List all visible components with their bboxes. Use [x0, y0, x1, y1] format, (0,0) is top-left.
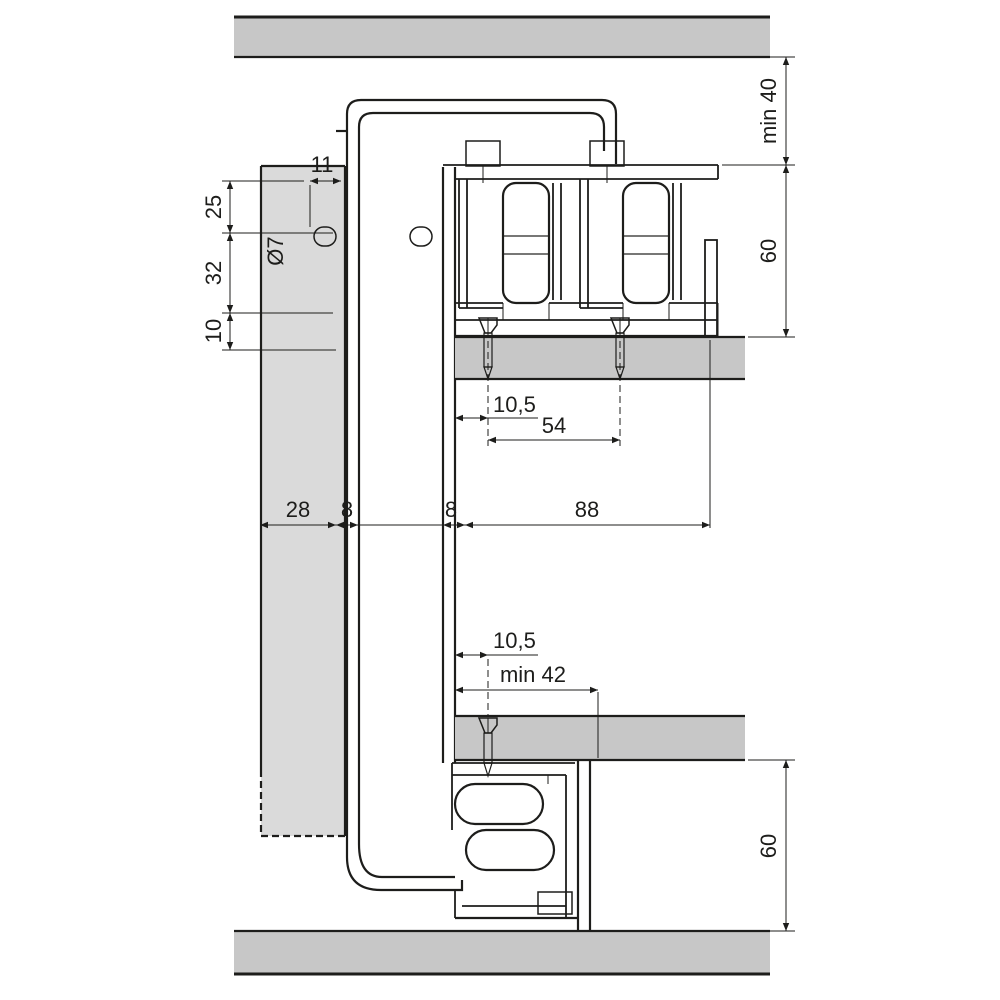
track-back-leg — [704, 239, 718, 337]
roller-left — [458, 140, 562, 309]
dim-25-label: 25 — [201, 195, 226, 219]
dim-top105-label: 10,5 — [493, 392, 536, 417]
dim-28-label: 28 — [286, 497, 310, 522]
dim-min40-label: min 40 — [756, 78, 781, 144]
dim-10-label: 10 — [201, 319, 226, 343]
profile-inner-contour — [357, 111, 606, 879]
wall-fill — [261, 166, 345, 836]
bottom-guide-assembly — [451, 762, 578, 920]
profile-drill-hole — [409, 226, 433, 247]
roller-right — [579, 140, 682, 309]
floor-fill — [234, 931, 770, 974]
guide-roller-upper — [453, 782, 545, 826]
dim-track60-label: 60 — [756, 239, 781, 263]
screw-tip-right — [615, 366, 625, 381]
top-screw-right — [609, 317, 630, 446]
dim-88-label: 88 — [575, 497, 599, 522]
dim-min42-label: min 42 — [500, 662, 566, 687]
roller-axle-right — [622, 235, 670, 255]
dim-bottom105-label: 10,5 — [493, 628, 536, 653]
dim-54-label: 54 — [542, 413, 566, 438]
top-fixing-board — [455, 335, 745, 381]
floor-panel — [234, 929, 770, 976]
top-board-fill — [455, 337, 745, 379]
profile-outer-contour — [345, 98, 618, 892]
wall-drill-hole — [313, 226, 337, 247]
dim-8a-label: 8 — [341, 497, 353, 522]
guide-glide-block — [537, 891, 573, 915]
height-adjuster-left — [465, 140, 501, 167]
height-adjuster-right — [589, 140, 625, 167]
side-wall — [259, 164, 347, 838]
door-panel-profile — [336, 98, 618, 892]
dim-plinth60-label: 60 — [756, 834, 781, 858]
screw-tip-left — [483, 366, 493, 381]
screw-head-right — [609, 317, 630, 334]
screw-head-left — [477, 317, 498, 334]
partition-panel — [576, 760, 592, 931]
roller-wheel-right — [621, 181, 671, 305]
top-track-assembly — [443, 140, 719, 338]
bottom-screw-head — [477, 717, 498, 734]
dim-11-label: 11 — [311, 152, 334, 177]
bottom-fixing-board — [455, 714, 745, 762]
ceiling-fill — [234, 17, 770, 57]
dimension-annotations: min 40 60 60 25 32 10 Ø7 11 10,5 54 28 — [201, 56, 795, 932]
dim-8b-label: 8 — [445, 497, 457, 522]
roller-axle-left — [502, 235, 550, 255]
guide-roller-lower — [464, 828, 556, 872]
bottom-screw-tip — [483, 762, 493, 779]
dim-32-label: 32 — [201, 261, 226, 285]
roller-wheel-left — [501, 181, 551, 305]
top-screw-left — [477, 317, 498, 446]
ceiling-panel — [234, 15, 770, 59]
bottom-board-fill — [455, 716, 745, 760]
dim-dia7-label: Ø7 — [263, 236, 288, 265]
